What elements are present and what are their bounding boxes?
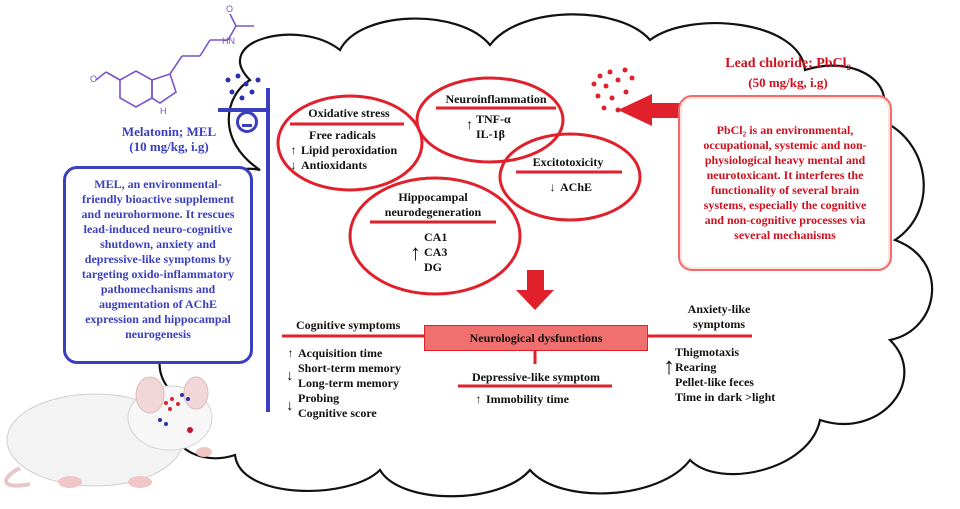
cognitive-item-acquisition: ↑Acquisition time	[287, 346, 383, 360]
cognitive-item-score: Cognitive score	[298, 406, 377, 420]
melatonin-dot-cluster-icon	[225, 73, 261, 101]
lead-label: Lead chloride; PbCl₂ (50 mg/kg, i.g)	[688, 56, 888, 90]
cognitive-symptoms-title-text: Cognitive symptoms	[296, 318, 401, 332]
anxiety-item-thigmotaxis: Thigmotaxis	[675, 345, 740, 359]
hippocampal-title: Hippocampal neurodegeneration	[368, 190, 498, 220]
cognitive-item-long-term: Long-term memory	[298, 376, 399, 390]
cognitive-item-memory: ↓ Short-term memory Long-term memory	[286, 361, 426, 391]
anxiety-item-rearing: Rearing	[675, 360, 717, 374]
depressive-symptom-title-text: Depressive-like symptom	[471, 370, 601, 384]
svg-text:O: O	[90, 74, 97, 84]
inhibition-bar	[218, 88, 270, 412]
block-symbol-icon	[236, 111, 258, 133]
cognitive-symptoms-items: ↑Acquisition time ↓ Short-term memory Lo…	[286, 346, 426, 421]
neuroinflammation-items: ↑ TNF-α IL-1β	[466, 112, 546, 142]
neuroinflammation-item-il1b: IL-1β	[476, 127, 505, 141]
neurological-dysfunctions-banner: Neurological dysfunctions	[424, 325, 648, 351]
arrow-up-icon: ↑	[410, 239, 421, 265]
excitotoxicity-item-ache: ↓AChE	[549, 180, 593, 194]
hippocampal-item-ca3: CA3	[424, 245, 448, 259]
anxiety-symptoms-title-text: Anxiety-like symptoms	[687, 302, 751, 331]
oxidative-stress-items: Free radicals ↑Lipid peroxidation ↓Antio…	[289, 128, 419, 173]
melatonin-label: Melatonin; MEL (10 mg/kg, i.g)	[84, 124, 254, 154]
oxidative-stress-title: Oxidative stress	[286, 106, 412, 121]
oxidative-item-free-radicals: Free radicals	[309, 128, 376, 142]
oxidative-item-antioxidants: ↓Antioxidants	[290, 158, 368, 172]
anxiety-symptoms-items: ↑ Thigmotaxis Rearing Pellet-like feces …	[663, 345, 813, 405]
lead-name: Lead chloride; PbCl₂	[725, 56, 851, 71]
arrow-down-icon: ↓	[549, 180, 556, 194]
arrow-up-icon: ↑	[663, 354, 675, 380]
arrow-down-icon: ↓	[286, 398, 294, 414]
cognitive-symptoms-title: Cognitive symptoms	[296, 318, 400, 333]
melatonin-name: Melatonin; MEL	[121, 124, 217, 139]
rat-image	[4, 376, 213, 488]
excitotoxicity-oval	[498, 132, 642, 222]
hippocampal-title-text: Hippocampal neurodegeneration	[384, 190, 482, 219]
melatonin-molecule-structure	[95, 13, 254, 108]
melatonin-description-box: MEL, an environmental-friendly bioactive…	[63, 166, 253, 364]
lead-description-text: PbCl₂ is an environmental, occupational,…	[703, 123, 867, 242]
lead-dot-cluster-icon	[591, 67, 635, 113]
anxiety-symptoms-title: Anxiety-like symptoms	[664, 302, 774, 332]
arrow-up-icon: ↑	[290, 143, 297, 157]
cognitive-item-probing: Probing	[298, 391, 340, 405]
oxidative-item-lipid: ↑Lipid peroxidation	[290, 143, 398, 157]
anxiety-item-time-dark: Time in dark >light	[675, 390, 776, 404]
excitotoxicity-title: Excitotoxicity	[508, 155, 628, 170]
depressive-symptom-title: Depressive-like symptom	[456, 370, 616, 385]
melatonin-dose: (10 mg/kg, i.g)	[129, 139, 209, 154]
arrow-up-icon: ↑	[287, 346, 294, 360]
big-arrow-down	[516, 270, 554, 310]
svg-text:H: H	[160, 106, 167, 116]
cognitive-item-probing-score: ↓ Probing Cognitive score	[286, 391, 426, 421]
depressive-item-immobility: ↑Immobility time	[475, 392, 570, 406]
neuroinflammation-oval	[415, 76, 565, 164]
hippocampal-oval	[348, 176, 522, 296]
svg-text:O: O	[226, 4, 233, 14]
svg-text:HN: HN	[222, 36, 235, 46]
big-arrow-left	[618, 94, 690, 126]
neuroinflammation-title: Neuroinflammation	[432, 92, 560, 107]
oxidative-stress-title-text: Oxidative stress	[308, 106, 390, 120]
hippocampal-item-dg: DG	[424, 260, 442, 274]
cognitive-item-short-term: Short-term memory	[298, 361, 401, 375]
lead-dose: (50 mg/kg, i.g)	[748, 75, 828, 90]
arrow-up-icon: ↑	[466, 118, 473, 133]
melatonin-description-text: MEL, an environmental-friendly bioactive…	[81, 177, 235, 341]
excitotoxicity-title-text: Excitotoxicity	[532, 155, 604, 169]
arrow-up-icon: ↑	[475, 392, 482, 406]
anxiety-item-pellet: Pellet-like feces	[675, 375, 754, 389]
neuroinflammation-item-tnf: TNF-α	[476, 112, 511, 126]
arrow-down-icon: ↓	[286, 368, 294, 384]
arrow-down-icon: ↓	[290, 158, 297, 172]
lead-description-box: PbCl₂ is an environmental, occupational,…	[678, 95, 892, 271]
neurological-dysfunctions-text: Neurological dysfunctions	[469, 331, 603, 345]
hippocampal-items: ↑ CA1 CA3 DG	[410, 230, 447, 275]
hippocampal-item-ca1: CA1	[424, 230, 448, 244]
neuroinflammation-title-text: Neuroinflammation	[445, 92, 547, 106]
oxidative-stress-oval	[276, 94, 424, 192]
